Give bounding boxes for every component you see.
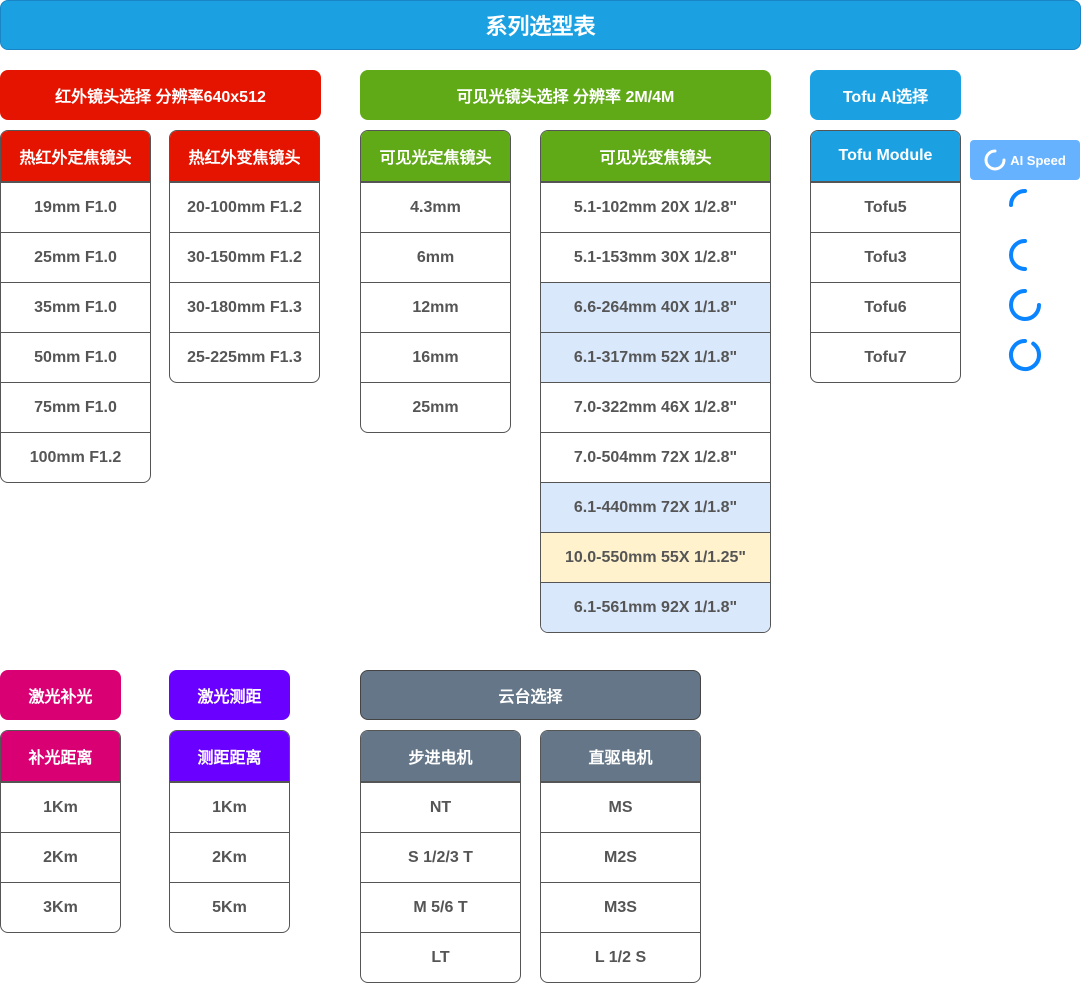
list-item: M 5/6 T [361,882,520,932]
list-item: M3S [541,882,700,932]
speed-ring-icon [1009,289,1041,321]
list-item: 75mm F1.0 [1,382,150,432]
range-distance-column: 测距距离 1Km 2Km 5Km [169,730,290,933]
direct-drive-motor-column: 直驱电机 MS M2S M3S L 1/2 S [540,730,701,983]
visible-section-header: 可见光镜头选择 分辨率 2M/4M [360,70,771,120]
tofu-module-column: Tofu Module Tofu5 Tofu3 Tofu6 Tofu7 [810,130,961,383]
list-item: 6.1-561mm 92X 1/1.8" [541,582,770,632]
list-item: 50mm F1.0 [1,332,150,382]
list-item: 5.1-153mm 30X 1/2.8" [541,232,770,282]
list-item: 20-100mm F1.2 [170,182,319,232]
list-item: 2Km [170,832,289,882]
ir-zoom-lens-column: 热红外变焦镜头 20-100mm F1.2 30-150mm F1.2 30-1… [169,130,320,383]
tofu-section-header: Tofu AI选择 [810,70,961,120]
list-item: 1Km [170,782,289,832]
ai-speed-label: AI Speed [1010,152,1066,168]
list-item: MS [541,782,700,832]
laser-fill-section-header: 激光补光 [0,670,121,720]
list-item: 5Km [170,882,289,932]
column-header: 可见光定焦镜头 [361,131,510,182]
laser-range-section-header: 激光测距 [169,670,290,720]
list-item: 25mm F1.0 [1,232,150,282]
fill-distance-column: 补光距离 1Km 2Km 3Km [0,730,121,933]
list-item: S 1/2/3 T [361,832,520,882]
stepper-motor-column: 步进电机 NT S 1/2/3 T M 5/6 T LT [360,730,521,983]
column-header: 直驱电机 [541,731,700,782]
list-item: 35mm F1.0 [1,282,150,332]
speed-ring-icon [1009,189,1027,207]
list-item: LT [361,932,520,982]
list-item: Tofu3 [811,232,960,282]
list-item: 100mm F1.2 [1,432,150,482]
column-header: 补光距离 [1,731,120,782]
list-item: 25-225mm F1.3 [170,332,319,382]
list-item: Tofu5 [811,182,960,232]
list-item: 6.6-264mm 40X 1/1.8" [541,282,770,332]
column-header: Tofu Module [811,131,960,182]
column-header: 可见光变焦镜头 [541,131,770,182]
list-item: 6mm [361,232,510,282]
list-item: 6.1-317mm 52X 1/1.8" [541,332,770,382]
list-item: 12mm [361,282,510,332]
list-item: Tofu6 [811,282,960,332]
page-title: 系列选型表 [0,0,1081,50]
list-item: 19mm F1.0 [1,182,150,232]
list-item: 30-150mm F1.2 [170,232,319,282]
ai-speed-levels [1009,189,1041,371]
list-item: 1Km [1,782,120,832]
ir-section-header: 红外镜头选择 分辨率640x512 [0,70,321,120]
visible-zoom-lens-column: 可见光变焦镜头 5.1-102mm 20X 1/2.8" 5.1-153mm 3… [540,130,771,633]
column-header: 测距距离 [170,731,289,782]
list-item: NT [361,782,520,832]
list-item: 2Km [1,832,120,882]
column-header: 热红外定焦镜头 [1,131,150,182]
list-item: 6.1-440mm 72X 1/1.8" [541,482,770,532]
speed-ring-icon [1009,239,1027,271]
list-item: 25mm [361,382,510,432]
column-header: 热红外变焦镜头 [170,131,319,182]
column-header: 步进电机 [361,731,520,782]
ir-fixed-lens-column: 热红外定焦镜头 19mm F1.0 25mm F1.0 35mm F1.0 50… [0,130,151,483]
visible-fixed-lens-column: 可见光定焦镜头 4.3mm 6mm 12mm 16mm 25mm [360,130,511,433]
list-item: M2S [541,832,700,882]
speed-ring-icon [1009,339,1041,371]
list-item: 10.0-550mm 55X 1/1.25" [541,532,770,582]
list-item: 7.0-504mm 72X 1/2.8" [541,432,770,482]
gimbal-section-header: 云台选择 [360,670,701,720]
list-item: L 1/2 S [541,932,700,982]
ai-speed-badge: AI Speed [970,140,1080,180]
list-item: 16mm [361,332,510,382]
list-item: 7.0-322mm 46X 1/2.8" [541,382,770,432]
list-item: 4.3mm [361,182,510,232]
list-item: 30-180mm F1.3 [170,282,319,332]
list-item: 3Km [1,882,120,932]
list-item: 5.1-102mm 20X 1/2.8" [541,182,770,232]
loading-ring-icon [984,149,1006,171]
list-item: Tofu7 [811,332,960,382]
